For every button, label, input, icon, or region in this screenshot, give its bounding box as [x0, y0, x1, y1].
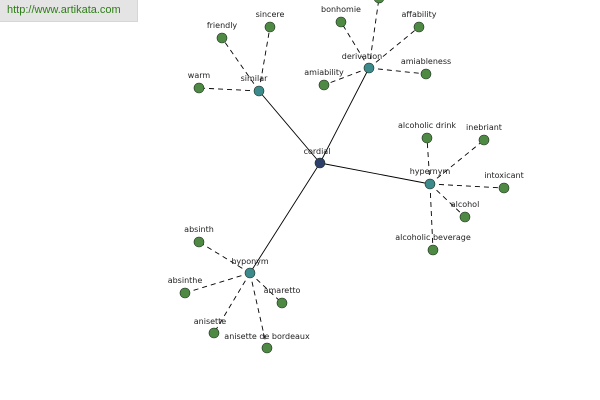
edge-derivation-amiableness [368, 67, 427, 75]
term-label-amiableness[interactable]: amiableness [401, 57, 451, 66]
edge-similar-friendly [221, 37, 260, 92]
edge-hyponym-absinthe [184, 272, 251, 294]
term-label-inebriant[interactable]: inebriant [466, 123, 502, 132]
term-node-alcohol[interactable] [459, 211, 471, 223]
edge-similar-sincere [258, 26, 271, 92]
edge-cordial-derivation [319, 67, 370, 164]
term-label-absinth[interactable]: absinth [184, 225, 214, 234]
edge-hypernym-inebriant [429, 139, 485, 185]
term-label-warm[interactable]: warm [188, 71, 211, 80]
edge-hyponym-amaretto [249, 272, 283, 304]
term-node-intoxicant[interactable] [498, 182, 510, 194]
term-node-affability[interactable] [413, 21, 425, 33]
labels-layer: friendly sincere warm bonhomie affability ami… [168, 5, 524, 341]
edge-derivation-bonhomie [340, 21, 370, 69]
relation-label-hyponym[interactable]: hyponym [231, 257, 269, 266]
term-label-affability[interactable]: affability [402, 10, 437, 19]
edge-cordial-hypernym [319, 162, 431, 185]
edge-cordial-hyponym [249, 162, 321, 274]
source-link[interactable]: http://www.artikata.com [7, 4, 121, 16]
term-node-sincere[interactable] [264, 21, 276, 33]
term-node-friendly[interactable] [216, 32, 228, 44]
relation-node-similar[interactable] [253, 85, 265, 97]
relation-label-hypernym[interactable]: hypernym [410, 167, 451, 176]
relation-node-derivation[interactable] [363, 62, 375, 74]
relation-label-derivation[interactable]: derivation [342, 52, 382, 61]
edge-hyponym-absinth [198, 241, 251, 274]
source-link-bar: http://www.artikata.com [0, 0, 138, 22]
term-node-warm[interactable] [193, 82, 205, 94]
root-node-cordial[interactable] [314, 157, 326, 169]
term-node-absinth[interactable] [193, 236, 205, 248]
term-label-absinthe[interactable]: absinthe [168, 276, 203, 285]
term-node-anisette-de-bordeaux[interactable] [261, 342, 273, 354]
term-node-top-clipped[interactable] [374, 0, 384, 4]
term-label-amiability[interactable]: amiability [304, 68, 344, 77]
relation-label-similar[interactable]: similar [241, 74, 269, 83]
edge-derivation-amiability [323, 67, 370, 86]
edge-hypernym-intoxicant [429, 183, 505, 189]
edge-hypernym-alcoholic-drink [426, 137, 431, 185]
edge-hyponym-anisette-de-bordeaux [249, 272, 268, 349]
edge-similar-warm [198, 87, 260, 92]
term-label-anisette-de-bordeaux[interactable]: anisette de bordeaux [224, 332, 310, 341]
term-label-intoxicant[interactable]: intoxicant [484, 171, 524, 180]
edge-hyponym-anisette [213, 272, 251, 334]
term-node-amiability[interactable] [318, 79, 330, 91]
relation-node-hypernym[interactable] [424, 178, 436, 190]
nodes-layer [179, 0, 510, 354]
term-node-amaretto[interactable] [276, 297, 288, 309]
term-label-alcoholic-beverage[interactable]: alcoholic beverage [395, 233, 471, 242]
term-label-anisette[interactable]: anisette [194, 317, 227, 326]
term-node-absinthe[interactable] [179, 287, 191, 299]
relation-node-hyponym[interactable] [244, 267, 256, 279]
term-label-alcoholic-drink[interactable]: alcoholic drink [398, 121, 456, 130]
term-label-sincere[interactable]: sincere [256, 10, 285, 19]
edges-layer [184, 0, 505, 349]
edge-hypernym-alcoholic-beverage [429, 183, 434, 251]
term-label-bonhomie[interactable]: bonhomie [321, 5, 361, 14]
term-node-alcoholic-beverage[interactable] [427, 244, 439, 256]
edge-derivation-affability [368, 26, 420, 69]
term-label-friendly[interactable]: friendly [207, 21, 238, 30]
term-node-anisette[interactable] [208, 327, 220, 339]
root-label-cordial[interactable]: cordial [304, 147, 331, 156]
term-node-alcoholic-drink[interactable] [421, 132, 433, 144]
term-label-alcohol[interactable]: alcohol [451, 200, 480, 209]
term-node-bonhomie[interactable] [335, 16, 347, 28]
edge-cordial-similar [258, 90, 321, 164]
term-node-amiableness[interactable] [420, 68, 432, 80]
term-node-inebriant[interactable] [478, 134, 490, 146]
edge-hypernym-alcohol [429, 183, 466, 218]
edge-derivation-top-clipped [368, 0, 380, 69]
term-label-amaretto[interactable]: amaretto [264, 286, 301, 295]
